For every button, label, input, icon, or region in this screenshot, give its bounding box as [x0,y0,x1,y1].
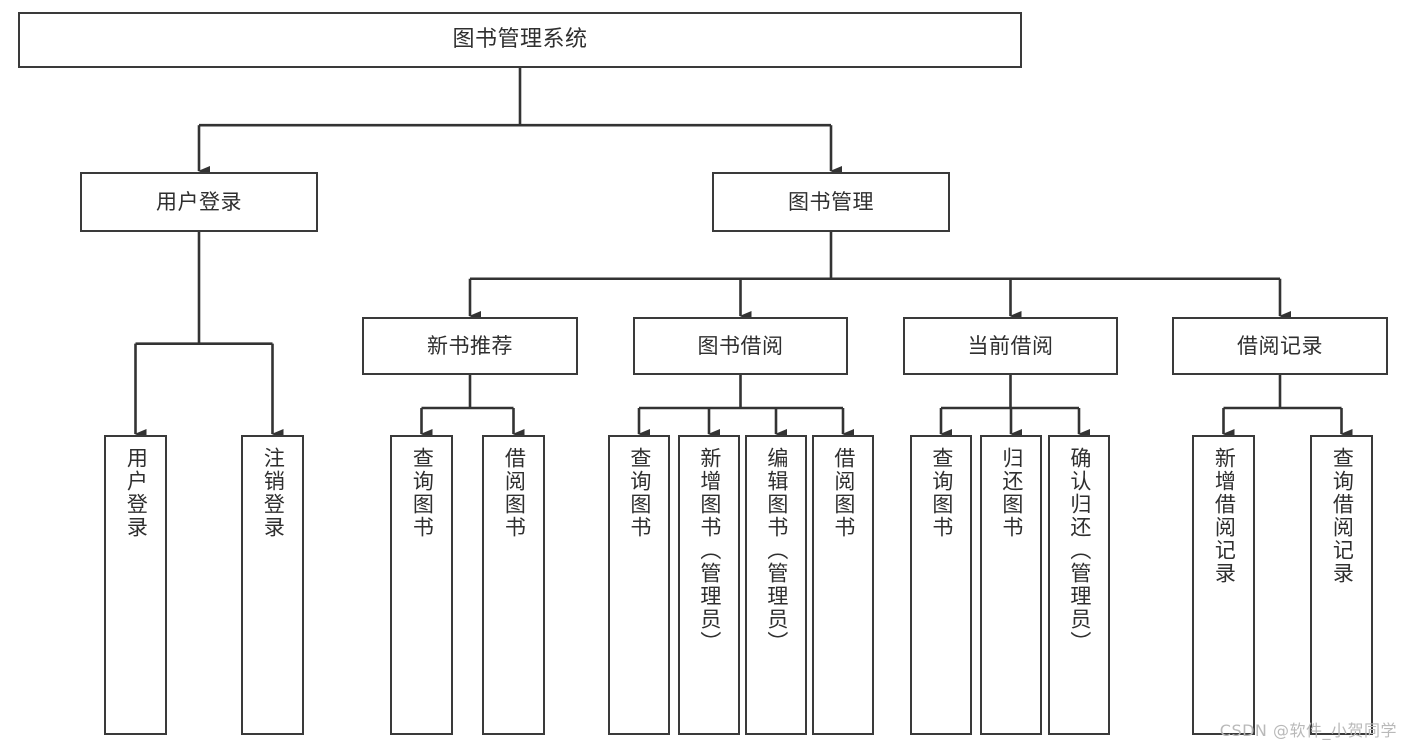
node-label: 图书管理系统 [452,27,588,53]
node-loan-record[interactable]: 借阅记录 [1172,317,1388,375]
node-label: 查询借阅记录 [1330,447,1355,585]
node-book-borrow[interactable]: 图书借阅 [633,317,848,375]
node-leaf-cur-query[interactable]: 查询图书 [910,435,972,735]
node-leaf-user-logout[interactable]: 注销登录 [241,435,304,735]
node-current-loan[interactable]: 当前借阅 [903,317,1118,375]
node-leaf-brw-add[interactable]: 新增图书（管理员） [678,435,740,735]
node-leaf-brw-edit[interactable]: 编辑图书（管理员） [745,435,807,735]
node-label: 注销登录 [261,447,286,539]
node-leaf-cur-return[interactable]: 归还图书 [980,435,1042,735]
node-label: 图书管理 [788,189,874,214]
node-leaf-user-login[interactable]: 用户登录 [104,435,167,735]
watermark: CSDN @软件_小贺同学 [1219,721,1397,740]
node-leaf-rec-add[interactable]: 新增借阅记录 [1192,435,1255,735]
node-label: 查询图书 [929,447,954,539]
node-label: 编辑图书（管理员） [764,447,789,654]
node-label: 新书推荐 [427,333,513,358]
node-book-manage[interactable]: 图书管理 [712,172,950,232]
node-label: 查询图书 [410,447,435,539]
node-label: 借阅记录 [1237,333,1323,358]
node-label: 确认归还（管理员） [1067,447,1092,654]
node-leaf-brw-borrow[interactable]: 借阅图书 [812,435,874,735]
node-label: 借阅图书 [502,447,527,539]
node-leaf-rec-query[interactable]: 查询图书 [390,435,453,735]
node-label: 新增图书（管理员） [697,447,722,654]
node-user-login[interactable]: 用户登录 [80,172,318,232]
node-label: 新增借阅记录 [1212,447,1237,585]
node-label: 当前借阅 [967,333,1054,358]
node-new-book-rec[interactable]: 新书推荐 [362,317,578,375]
node-label: 查询图书 [627,447,652,539]
node-label: 图书借阅 [697,333,784,358]
node-label: 用户登录 [124,447,149,539]
node-label: 借阅图书 [831,447,856,539]
node-root[interactable]: 图书管理系统 [18,12,1022,68]
node-label: 归还图书 [999,447,1024,539]
node-leaf-rec-search[interactable]: 查询借阅记录 [1310,435,1373,735]
node-label: 用户登录 [156,189,242,214]
node-leaf-rec-borrow[interactable]: 借阅图书 [482,435,545,735]
node-leaf-brw-query[interactable]: 查询图书 [608,435,670,735]
node-leaf-cur-confirm[interactable]: 确认归还（管理员） [1048,435,1110,735]
